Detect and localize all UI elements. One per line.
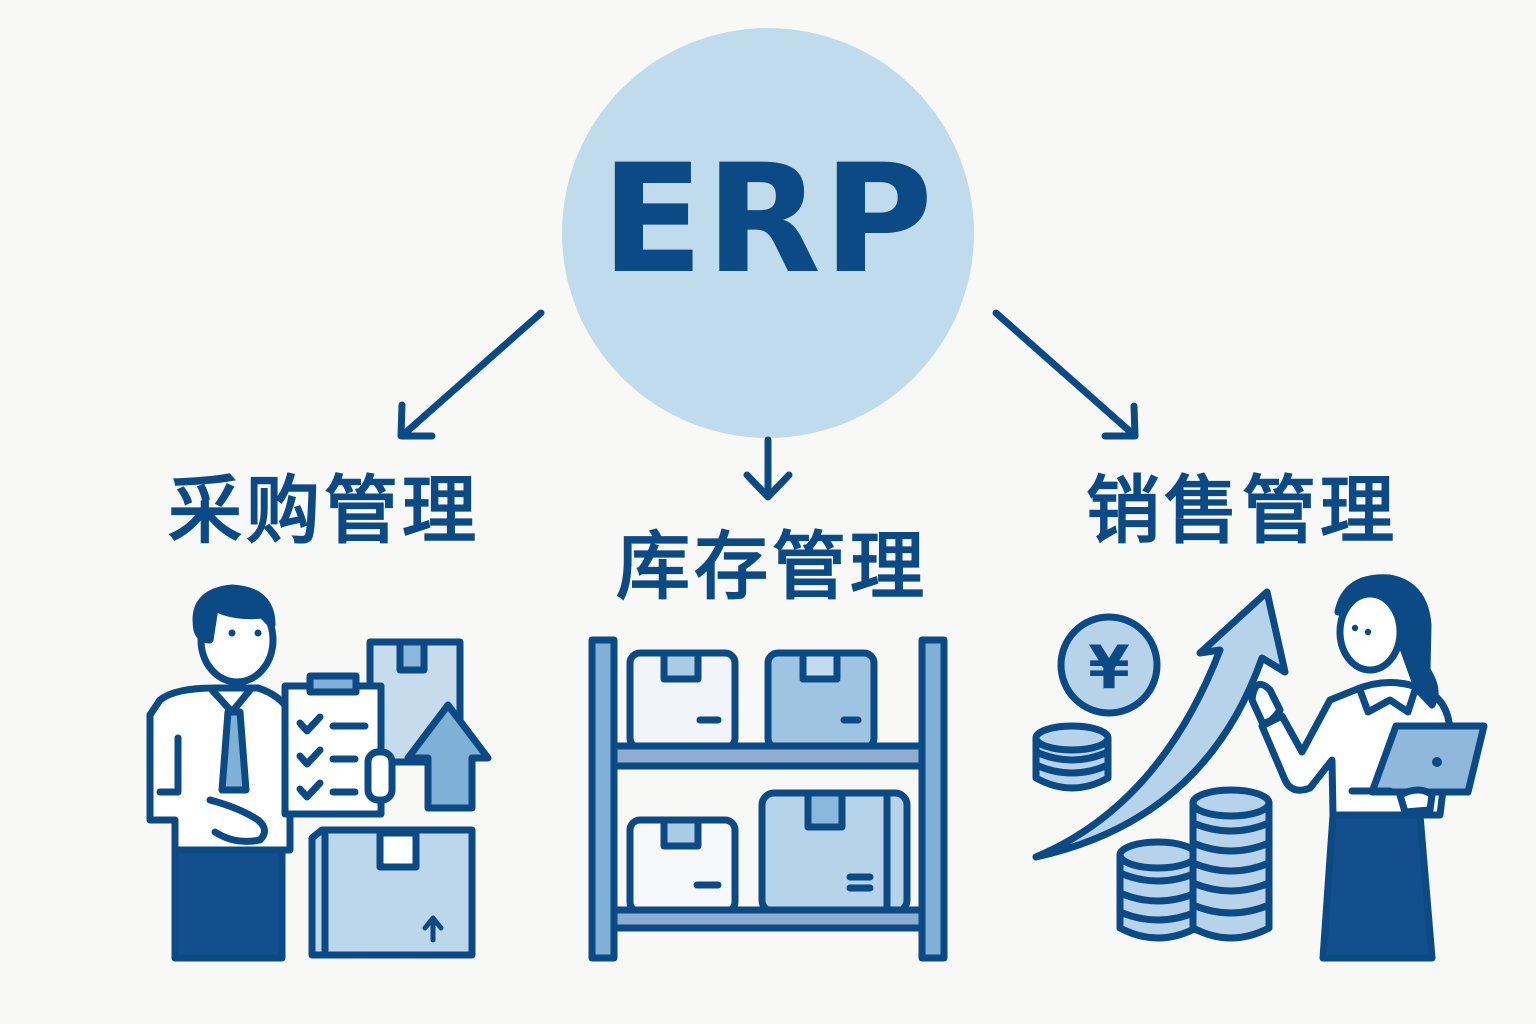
shelf-post-left (588, 636, 618, 962)
module-label-inventory: 库存管理 (616, 524, 928, 610)
arrow-to-purchasing-icon (397, 309, 545, 440)
module-label-purchasing: 采购管理 (168, 468, 480, 554)
man-hair (192, 584, 276, 644)
woman-skirt (1319, 811, 1436, 962)
shelf-board-top (610, 742, 926, 770)
growth-arrow-icon (1032, 588, 1289, 861)
erp-hub-circle (562, 28, 974, 438)
yen-coin-icon (1057, 613, 1161, 717)
up-arrow-icon (404, 701, 492, 812)
coin-stack-small-icon (1032, 722, 1112, 792)
shelf-board-bottom (610, 906, 926, 932)
arrow-to-inventory-icon (743, 436, 793, 501)
laptop-icon (1368, 722, 1488, 796)
shelf-post-right (918, 636, 948, 962)
man-shirt (146, 684, 294, 854)
coin-stack-tall-icon (1189, 786, 1273, 942)
module-label-sales: 销售管理 (1086, 468, 1398, 554)
coin-stack-medium-icon (1116, 838, 1200, 942)
arrow-to-sales-icon (992, 309, 1139, 440)
yen-symbol: ¥ (1088, 633, 1130, 703)
erp-title: ERP (601, 133, 935, 307)
